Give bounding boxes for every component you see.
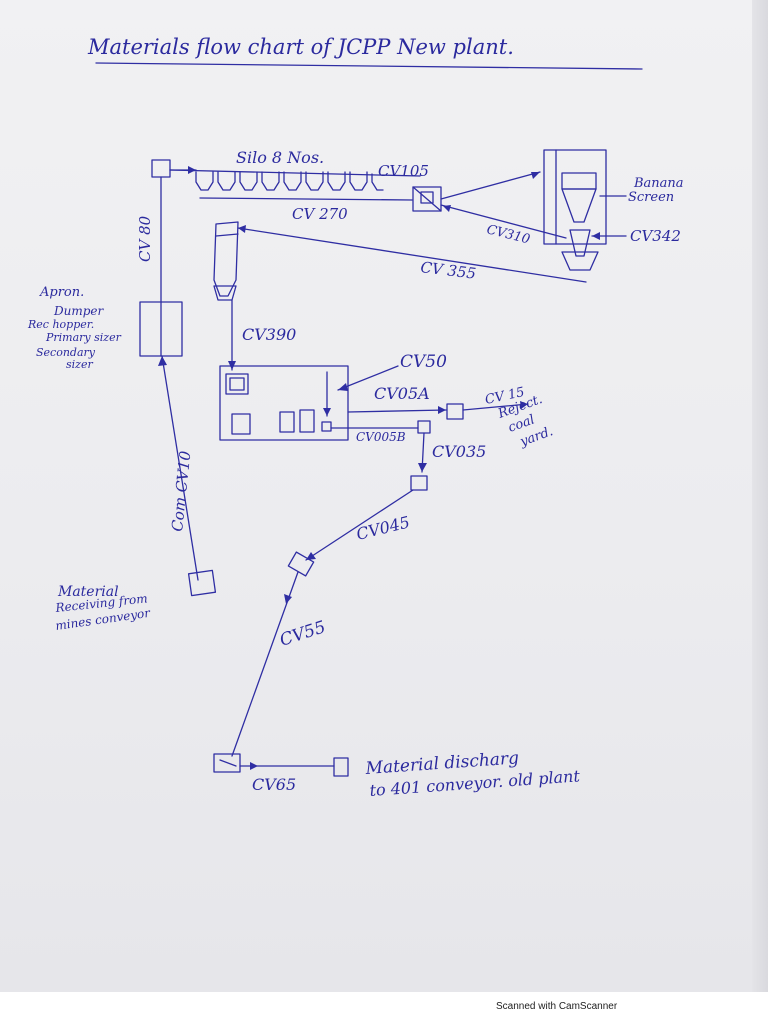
cv65-inner-line bbox=[219, 759, 237, 767]
scanned-paper bbox=[0, 0, 768, 992]
cv270-label: CV 270 bbox=[292, 205, 348, 223]
cv65-label: CV65 bbox=[252, 775, 296, 794]
cv105-conveyor bbox=[169, 169, 421, 177]
cv355-conveyor bbox=[237, 227, 587, 283]
paper-edge bbox=[752, 0, 768, 992]
cv005b-label: CV005B bbox=[356, 430, 406, 444]
silo-6 bbox=[305, 171, 324, 191]
cv270-conveyor bbox=[199, 197, 413, 201]
cv15-transfer-box bbox=[446, 403, 464, 420]
apron-label-6: sizer bbox=[66, 358, 93, 371]
cv390-label: CV390 bbox=[242, 325, 296, 344]
silo-label: Silo 8 Nos. bbox=[236, 148, 324, 167]
cv50-pointer bbox=[337, 365, 399, 391]
cv105-transfer-inner bbox=[420, 191, 434, 204]
processing-plant bbox=[219, 365, 349, 441]
flow-diagram: Materials flow chart of JCPP New plant. … bbox=[27, 35, 684, 800]
cv045-arrowhead bbox=[306, 552, 316, 560]
banana-screen-hopper bbox=[561, 188, 597, 223]
cv05a-conveyor bbox=[347, 409, 447, 413]
banana-screen-deck bbox=[561, 172, 597, 190]
cv005b-transfer-box bbox=[417, 420, 431, 434]
plant-unit-1 bbox=[231, 413, 251, 435]
receiving-label-1: Material bbox=[57, 584, 119, 600]
silo-7 bbox=[327, 171, 346, 191]
banana-screen-chute bbox=[569, 229, 591, 257]
cv390-hopper-band bbox=[215, 233, 239, 237]
cv035-label: CV035 bbox=[432, 442, 486, 461]
cv15-arrowhead bbox=[520, 401, 528, 409]
cv05a-arrowhead bbox=[438, 406, 446, 414]
cv50-pointer-arrowhead bbox=[338, 383, 348, 391]
cv55-arrowhead bbox=[284, 594, 292, 604]
cv355-label: CV 355 bbox=[420, 258, 477, 283]
scanner-watermark: Scanned with CamScanner bbox=[496, 1001, 618, 1012]
cv65-arrowhead bbox=[250, 762, 258, 770]
silo-1 bbox=[195, 171, 214, 191]
cv55-label: CV55 bbox=[277, 617, 328, 651]
cv50-arrowhead bbox=[323, 408, 331, 416]
transfer-to-screen-arrowhead bbox=[531, 172, 540, 179]
silo-2 bbox=[217, 171, 236, 191]
cv65-transfer-box bbox=[213, 753, 241, 773]
silo-4 bbox=[261, 171, 280, 191]
cv390-hopper-body bbox=[213, 221, 239, 297]
cv355-arrowhead bbox=[238, 225, 246, 233]
cv10-conveyor bbox=[161, 355, 199, 581]
plant-unit-4 bbox=[321, 421, 332, 432]
cv80-label: CV 80 bbox=[136, 215, 154, 262]
plant-unit-3 bbox=[299, 409, 315, 433]
cv035-arrowhead bbox=[418, 463, 427, 472]
silo-9 bbox=[371, 173, 384, 191]
cv342-label: CV342 bbox=[630, 227, 681, 245]
apron-label-4: Primary sizer bbox=[45, 331, 122, 344]
diagram-title: Materials flow chart of JCPP New plant. bbox=[87, 35, 514, 59]
plant-unit-2 bbox=[279, 411, 295, 433]
cv045-transfer-box bbox=[287, 551, 315, 577]
plant-crusher-1 bbox=[225, 373, 249, 395]
cv035-transfer-box bbox=[410, 475, 428, 491]
silo-3 bbox=[239, 171, 258, 191]
title-underline bbox=[95, 62, 643, 70]
cv10-label: Com CV10 bbox=[168, 450, 194, 533]
mines-receiving-box bbox=[187, 569, 217, 597]
silo-8 bbox=[349, 171, 368, 191]
apron-label-5: Secondary bbox=[36, 346, 96, 359]
banana-screen-label-1: Banana bbox=[633, 176, 684, 191]
cv045-label: CV045 bbox=[354, 512, 411, 544]
cv10-arrowhead bbox=[158, 356, 167, 366]
cv15-conveyor bbox=[462, 403, 529, 411]
silo-row bbox=[195, 171, 384, 191]
cv50-label: CV50 bbox=[400, 352, 447, 372]
banana-screen-frame bbox=[543, 149, 607, 245]
cv310-arrowhead bbox=[443, 205, 451, 212]
cv80-head-box bbox=[151, 159, 171, 178]
silo-5 bbox=[283, 171, 302, 191]
cv045-conveyor bbox=[305, 489, 414, 561]
cv342-arrowhead bbox=[592, 232, 600, 240]
banana-screen-label-2: Screen bbox=[628, 190, 674, 205]
banana-screen bbox=[543, 149, 607, 271]
discharge-box bbox=[333, 757, 349, 777]
cv310-label: CV310 bbox=[485, 222, 531, 247]
plant-crusher-1-inner bbox=[229, 377, 245, 391]
cv105-label: CV105 bbox=[378, 162, 429, 180]
apron-label-1: Apron. bbox=[39, 285, 84, 300]
cv05a-label: CV05A bbox=[374, 384, 430, 403]
transfer-to-screen-line bbox=[440, 171, 541, 200]
banana-screen-outlet bbox=[561, 251, 599, 271]
cv390-hopper bbox=[213, 221, 239, 301]
cv105-transfer-line bbox=[412, 186, 442, 212]
apron-label-2: Dumper bbox=[53, 304, 105, 318]
apron-label-3: Rec hopper. bbox=[27, 318, 94, 331]
cv310-line bbox=[440, 204, 567, 239]
